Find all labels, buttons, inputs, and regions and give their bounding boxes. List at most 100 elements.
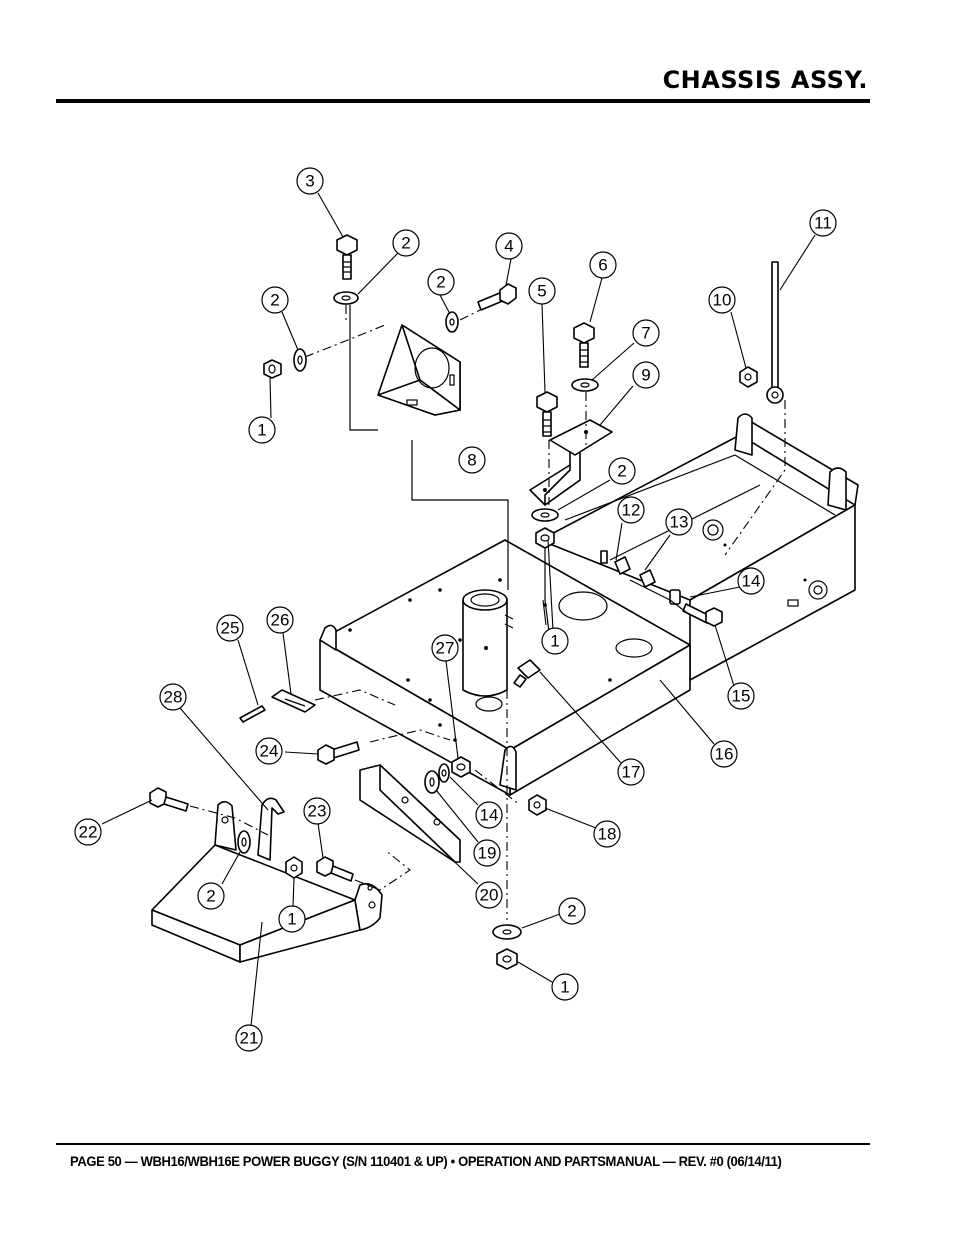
callout-label: 14 (742, 572, 761, 591)
callout-1: 1 (551, 973, 579, 1001)
washer-2e (237, 830, 251, 854)
callout-1: 1 (248, 416, 276, 444)
callout-label: 3 (305, 172, 314, 191)
decal-26 (271, 689, 316, 713)
leader-lines (101, 192, 816, 1027)
callout-label: 14 (480, 806, 499, 825)
callout-14: 14 (737, 567, 765, 595)
page-title: CHASSIS ASSY. (662, 66, 868, 94)
nut-1d (496, 948, 518, 970)
callout-26: 26 (266, 606, 294, 634)
callout-label: 28 (164, 688, 183, 707)
nut-1a (263, 359, 282, 379)
bolt-3 (336, 234, 358, 280)
bolt-4 (477, 283, 517, 311)
callout-19: 19 (473, 839, 501, 867)
washer-19 (424, 770, 440, 794)
callout-20: 20 (475, 881, 503, 909)
callout-label: 2 (270, 291, 279, 310)
callout-label: 2 (436, 273, 445, 292)
callout-2: 2 (608, 457, 636, 485)
callout-label: 23 (308, 802, 327, 821)
washer-7 (571, 378, 599, 392)
callout-label: 1 (257, 421, 266, 440)
bolt-23 (316, 856, 354, 882)
washer-2f (492, 924, 522, 940)
callout-label: 13 (670, 513, 689, 532)
plate-20 (359, 764, 461, 863)
callout-label: 20 (480, 886, 499, 905)
callout-label: 2 (617, 462, 626, 481)
callout-label: 21 (240, 1029, 259, 1048)
callout-label: 27 (436, 639, 455, 658)
callout-label: 7 (641, 324, 650, 343)
chassis-box-16 (319, 539, 691, 796)
washer-2a (333, 291, 359, 305)
callout-label: 10 (713, 291, 732, 310)
callout-label: 19 (478, 844, 497, 863)
bolt-22 (149, 787, 189, 812)
callout-label: 1 (550, 632, 559, 651)
callout-27: 27 (431, 634, 459, 662)
bracket-8 (377, 324, 461, 416)
rear-frame (539, 413, 859, 681)
washer-2d (531, 508, 559, 522)
callout-17: 17 (617, 758, 645, 786)
step-plate-21 (151, 800, 383, 963)
callout-2: 2 (558, 897, 586, 925)
callout-label: 5 (537, 282, 546, 301)
bolt-24 (317, 741, 360, 765)
callout-1: 1 (541, 627, 569, 655)
callout-7: 7 (632, 319, 660, 347)
callout-21: 21 (235, 1024, 263, 1052)
callout-label: 6 (598, 256, 607, 275)
nut-1b (535, 527, 555, 549)
lever-28 (257, 797, 285, 861)
nut-1c (285, 856, 303, 879)
callout-22: 22 (74, 818, 102, 846)
callout-label: 16 (715, 745, 734, 764)
callout-label: 2 (401, 234, 410, 253)
callout-6: 6 (589, 251, 617, 279)
callout-4: 4 (495, 232, 523, 260)
callout-16: 16 (710, 740, 738, 768)
callout-23: 23 (303, 797, 331, 825)
washer-2b (293, 348, 307, 372)
callout-8: 8 (458, 446, 486, 474)
callout-24: 24 (255, 737, 283, 765)
fitting-17 (513, 659, 541, 688)
callout-label: 4 (504, 237, 513, 256)
bracket-9 (529, 419, 613, 506)
footer-rule (56, 1143, 870, 1145)
nut-18 (528, 794, 547, 816)
header-rule (56, 99, 870, 103)
washer-14 (438, 763, 450, 783)
callout-15: 15 (727, 682, 755, 710)
callout-label: 25 (221, 619, 240, 638)
callout-label: 22 (79, 823, 98, 842)
callout-label: 17 (622, 763, 641, 782)
callout-10: 10 (708, 286, 736, 314)
callout-11: 11 (809, 209, 837, 237)
callout-label: 15 (732, 687, 751, 706)
callout-3: 3 (296, 167, 324, 195)
callout-2: 2 (427, 268, 455, 296)
callout-25: 25 (216, 614, 244, 642)
washer-2c (445, 311, 459, 333)
callout-label: 12 (622, 501, 641, 520)
callout-28: 28 (159, 683, 187, 711)
callout-label: 18 (598, 825, 617, 844)
callout-14: 14 (475, 801, 503, 829)
callout-label: 9 (641, 366, 650, 385)
clamps-12-13 (600, 550, 681, 605)
callout-18: 18 (593, 820, 621, 848)
callout-label: 1 (560, 978, 569, 997)
callout-label: 11 (814, 214, 832, 233)
callout-2: 2 (197, 882, 225, 910)
callout-9: 9 (632, 361, 660, 389)
callout-label: 2 (206, 887, 215, 906)
callout-label: 26 (271, 611, 290, 630)
bolt-6 (573, 322, 595, 368)
callout-2: 2 (261, 286, 289, 314)
